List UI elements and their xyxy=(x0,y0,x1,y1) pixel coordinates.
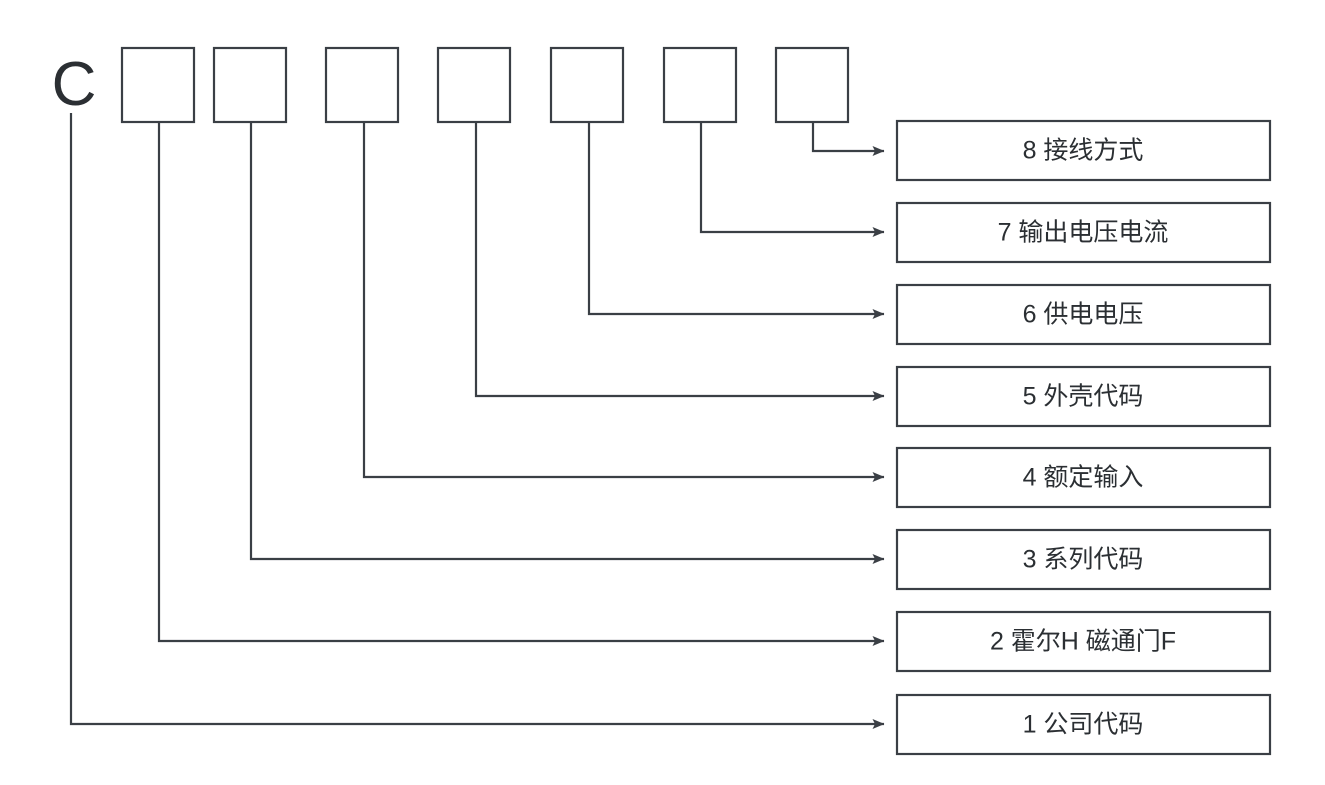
connector-to-label-4 xyxy=(362,122,885,482)
connector-to-label-6 xyxy=(587,122,885,319)
code-box-2[interactable] xyxy=(212,46,288,124)
label-text-2: 2 霍尔H 磁通门F xyxy=(990,628,1176,656)
code-box-3[interactable] xyxy=(324,46,400,124)
label-box-1[interactable] xyxy=(895,693,1272,756)
code-box-5[interactable] xyxy=(549,46,625,124)
label-box-3[interactable] xyxy=(895,528,1272,591)
code-box-4[interactable] xyxy=(436,46,512,124)
label-box-4[interactable] xyxy=(895,446,1272,509)
connector-to-label-3 xyxy=(249,122,885,564)
label-text-3: 3 系列代码 xyxy=(1023,546,1144,574)
label-box-5[interactable] xyxy=(895,365,1272,428)
label-box-7[interactable] xyxy=(895,201,1272,264)
code-box-1[interactable] xyxy=(120,46,196,124)
code-box-7[interactable] xyxy=(774,46,850,124)
connector-to-label-5 xyxy=(474,122,885,401)
label-text-6: 6 供电电压 xyxy=(1023,301,1144,329)
connector-to-label-2 xyxy=(157,122,885,646)
label-text-5: 5 外壳代码 xyxy=(1023,383,1144,411)
label-text-1: 1 公司代码 xyxy=(1023,711,1144,739)
label-box-2[interactable] xyxy=(895,610,1272,673)
code-box-6[interactable] xyxy=(662,46,738,124)
label-box-6[interactable] xyxy=(895,283,1272,346)
label-text-4: 4 额定输入 xyxy=(1023,464,1144,492)
label-box-8[interactable] xyxy=(895,119,1272,182)
connector-to-label-1 xyxy=(69,113,885,729)
label-text-8: 8 接线方式 xyxy=(1023,137,1144,165)
connector-to-label-8 xyxy=(811,122,885,156)
prefix-letter-c: C xyxy=(52,50,97,119)
label-text-7: 7 输出电压电流 xyxy=(998,219,1169,247)
connector-to-label-7 xyxy=(699,122,885,237)
